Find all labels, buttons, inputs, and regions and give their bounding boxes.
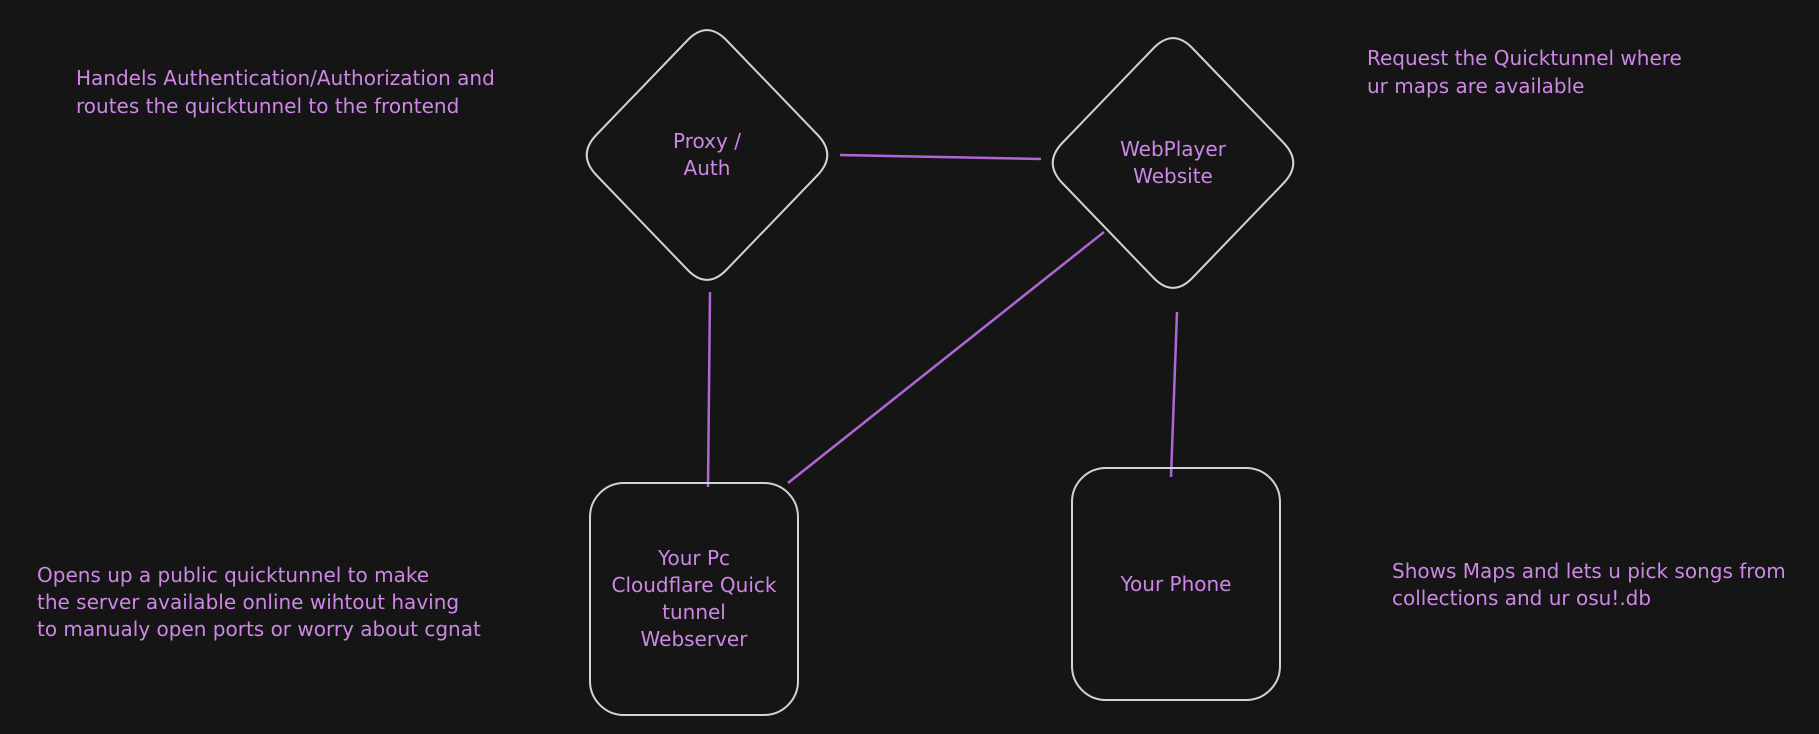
- connector-webplayer-yourpc[interactable]: [787, 231, 1105, 484]
- node-proxy-auth-label: Proxy / Auth: [673, 129, 741, 180]
- annotation-webplayer-description[interactable]: Request the Quicktunnel where ur maps ar…: [1367, 46, 1682, 98]
- node-your-phone-shape[interactable]: [1071, 467, 1281, 701]
- node-proxy-auth-shape[interactable]: [585, 29, 829, 281]
- connector-webplayer-yourphone[interactable]: [1169, 311, 1179, 478]
- node-your-pc[interactable]: Your Pc Cloudflare Quick tunnel Webserve…: [590, 483, 798, 715]
- annotation-proxy-auth-description[interactable]: Handels Authentication/Authorization and…: [76, 66, 495, 118]
- node-your-pc-shape[interactable]: [589, 482, 799, 716]
- node-webplayer-shape[interactable]: [1051, 37, 1295, 289]
- annotation-your-pc-description[interactable]: Opens up a public quicktunnel to make th…: [37, 563, 481, 641]
- node-proxy-auth[interactable]: Proxy / Auth: [577, 20, 837, 290]
- node-your-phone-label: Your Phone: [1120, 571, 1232, 596]
- node-your-phone[interactable]: Your Phone: [1072, 468, 1280, 700]
- annotation-your-phone-description[interactable]: Shows Maps and lets u pick songs from co…: [1392, 559, 1786, 610]
- node-webplayer-label: WebPlayer Website: [1120, 137, 1226, 188]
- node-webplayer[interactable]: WebPlayer Website: [1043, 28, 1303, 298]
- connector-proxy-yourpc[interactable]: [706, 291, 712, 488]
- node-your-pc-label: Your Pc Cloudflare Quick tunnel Webserve…: [611, 546, 777, 651]
- connector-proxy-webplayer[interactable]: [839, 153, 1042, 161]
